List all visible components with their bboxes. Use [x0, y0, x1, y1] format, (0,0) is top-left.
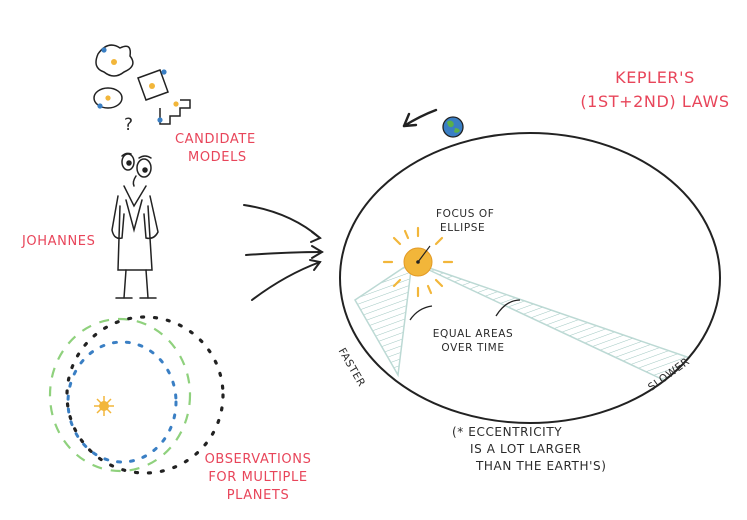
sun-icon — [382, 226, 454, 298]
label-equal-areas-line-2: OVER TIME — [441, 342, 505, 354]
footnote-line-2: IS A LOT LARGER — [470, 442, 582, 456]
observations-sketch — [48, 315, 225, 475]
footnote-line-1: (* ECCENTRICITY — [452, 425, 563, 439]
label-candidate-line-2: MODELS — [188, 150, 247, 165]
label-candidate-line-1: CANDIDATE — [175, 132, 256, 147]
title-line-1: KEPLER'S — [615, 68, 695, 87]
flow-arrows — [243, 204, 324, 301]
footnote-line-3: THAN THE EARTH'S) — [476, 459, 607, 473]
label-observations-line-1: OBSERVATIONS — [204, 452, 312, 467]
label-observations-line-2: FOR MULTIPLE — [208, 470, 308, 485]
question-mark: ? — [124, 115, 134, 135]
label-focus-line-2: ELLIPSE — [440, 222, 486, 234]
candidate-models-doodles — [93, 44, 191, 125]
johannes-figure — [111, 152, 159, 299]
label-focus-line-1: FOCUS OF — [436, 208, 495, 220]
title-line-2: (1st+2nd) LAWS — [580, 92, 730, 111]
label-observations-line-3: PLANETS — [226, 488, 290, 503]
sweep-area-slower — [411, 261, 692, 383]
sweep-area-faster — [354, 260, 413, 378]
star-icon — [94, 396, 114, 416]
earth-icon — [442, 116, 464, 138]
label-equal-areas-line-1: EQUAL AREAS — [432, 328, 514, 340]
label-johannes: JOHANNES — [22, 234, 96, 249]
orbit-ellipse — [339, 132, 721, 424]
direction-arrow-icon — [402, 108, 438, 128]
